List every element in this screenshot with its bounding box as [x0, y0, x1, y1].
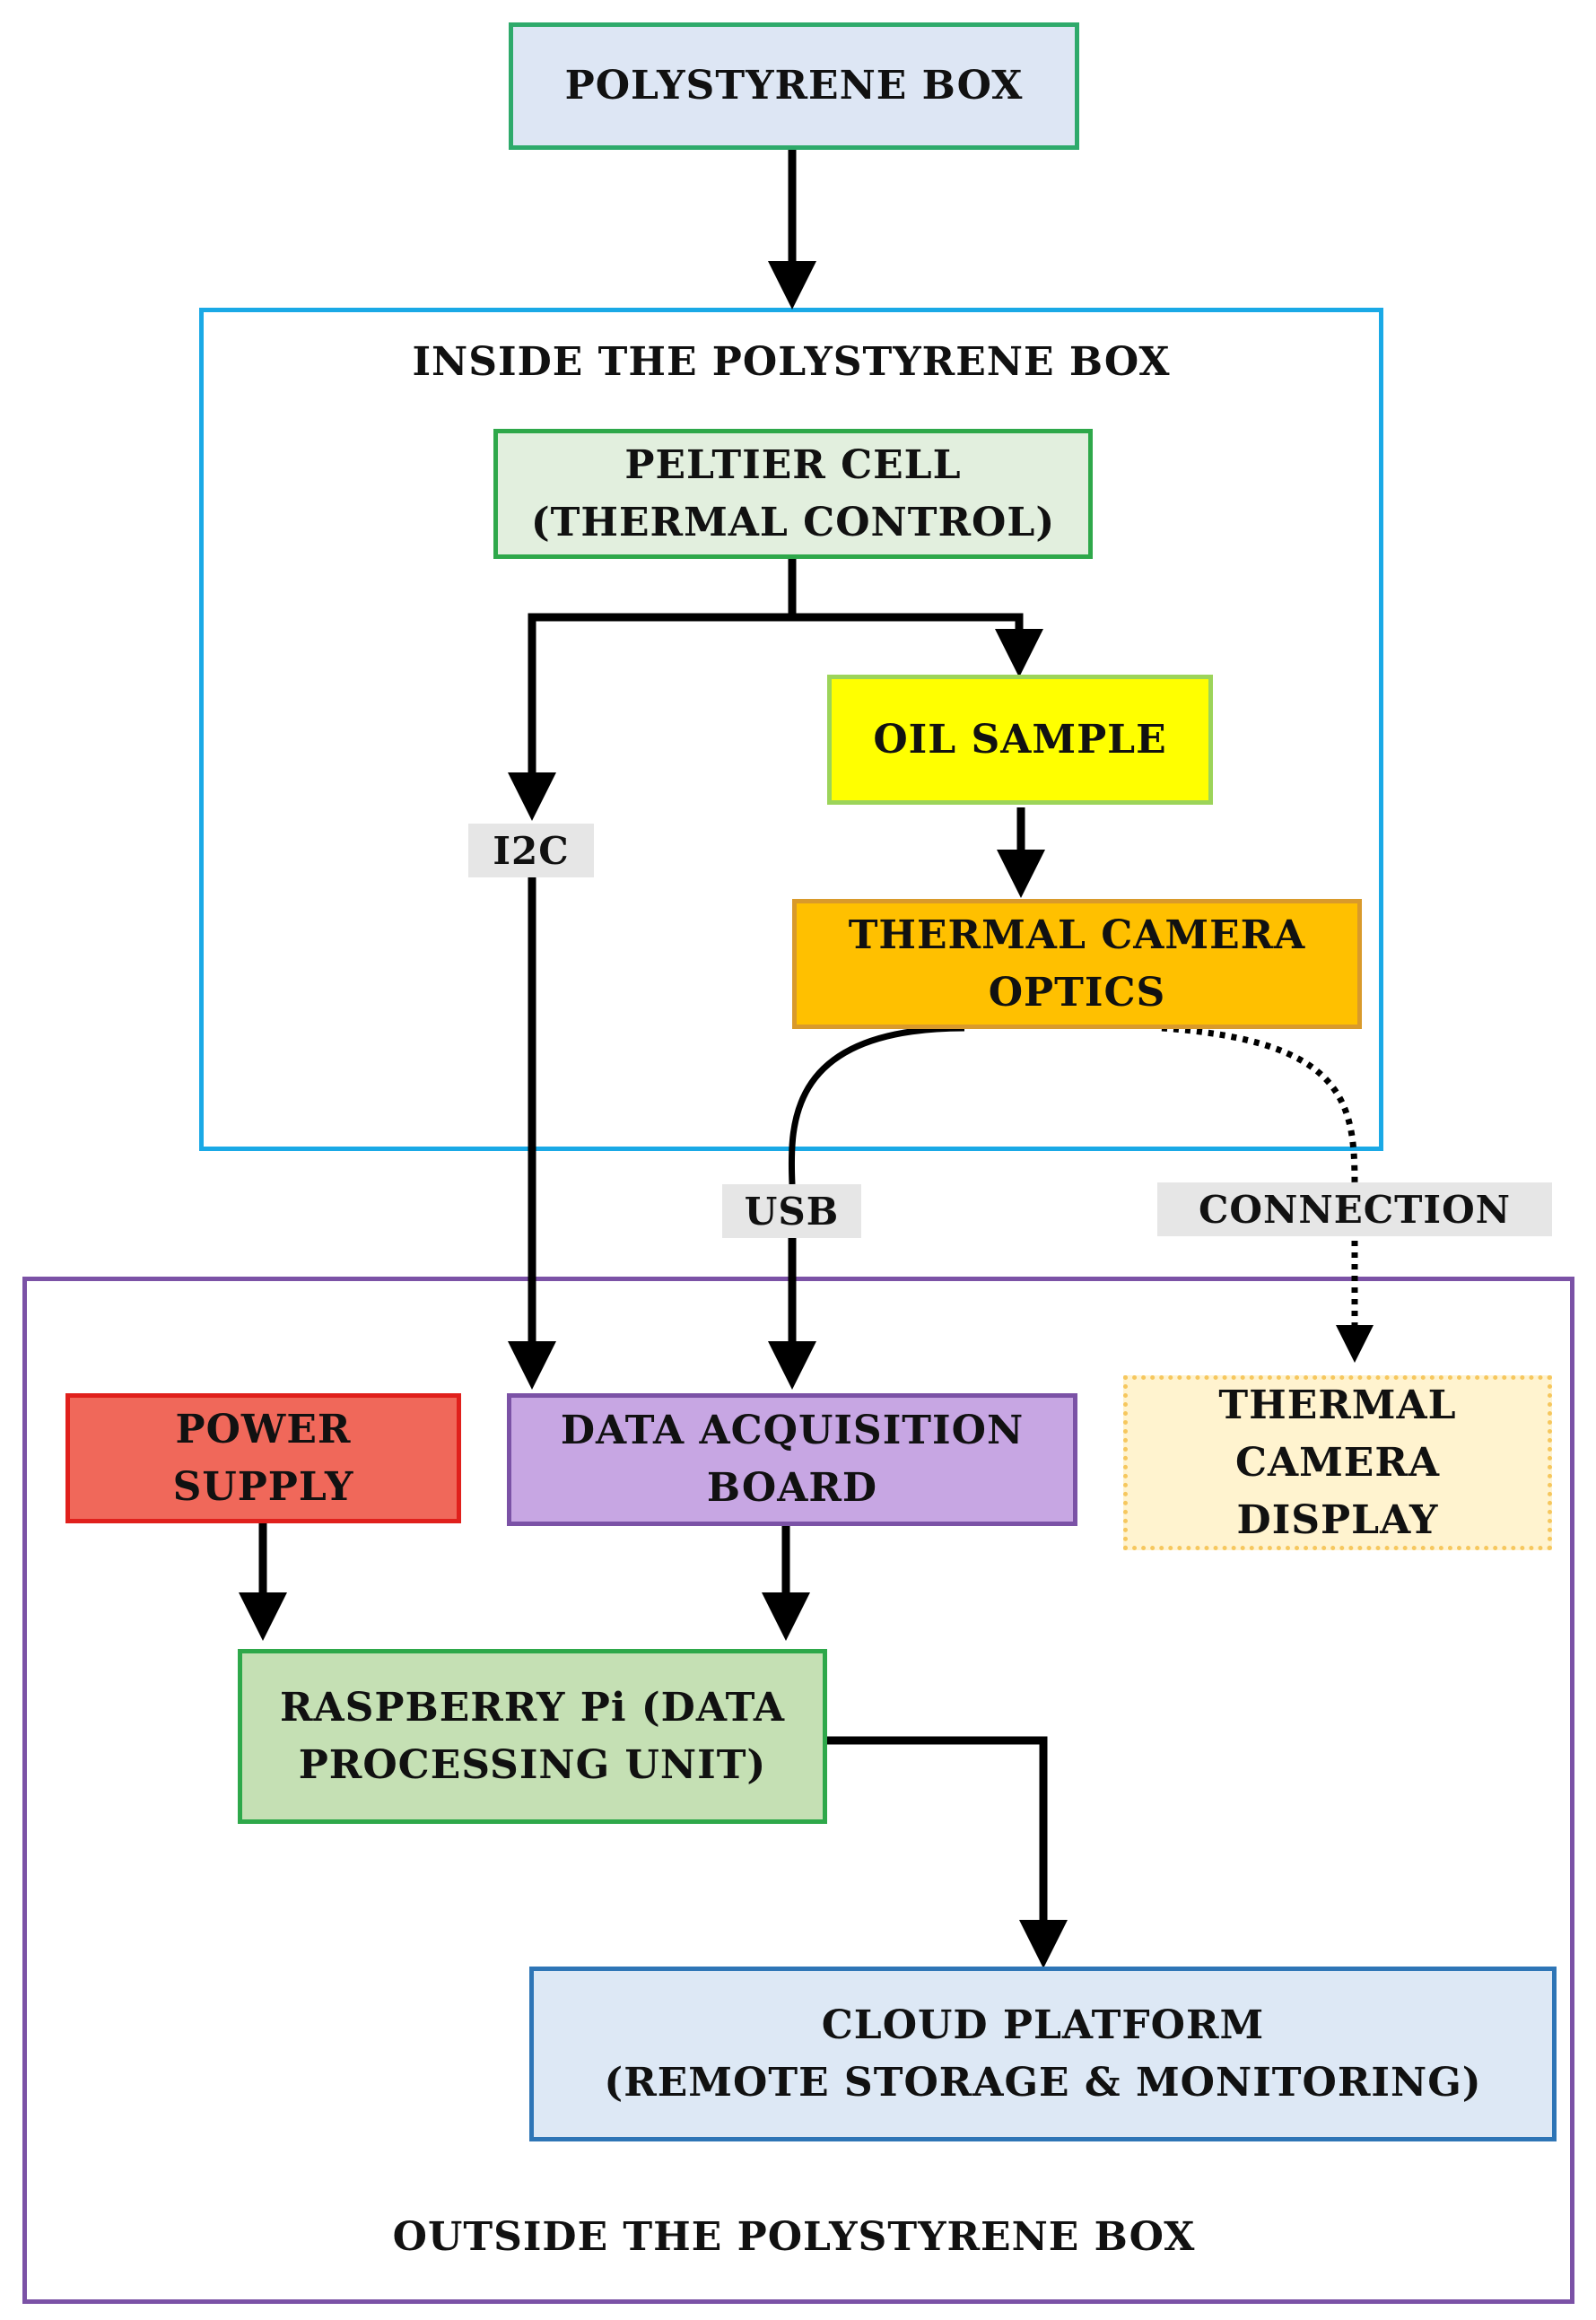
thermal-camera-display-label: THERMAL CAMERA DISPLAY: [1218, 1382, 1457, 1543]
peltier-cell-node: PELTIER CELL (THERMAL CONTROL): [493, 429, 1093, 559]
thermal-camera-optics-node: THERMAL CAMERA OPTICS: [792, 899, 1362, 1029]
oil-sample-node: OIL SAMPLE: [827, 675, 1213, 805]
connection-dotted-line: [1161, 1025, 1358, 1185]
polystyrene-box-node: POLYSTYRENE BOX: [509, 22, 1079, 150]
polystyrene-box-label: POLYSTYRENE BOX: [564, 63, 1024, 109]
raspberry-pi-node: RASPBERRY Pi (DATA PROCESSING UNIT): [238, 1649, 827, 1824]
arrow-pi-to-cloud: [825, 1736, 1068, 1968]
thermal-camera-display-node: THERMAL CAMERA DISPLAY: [1123, 1375, 1552, 1550]
peltier-branch-line: [508, 558, 797, 821]
cloud-platform-node: CLOUD PLATFORM (REMOTE STORAGE & MONITOR…: [529, 1967, 1557, 2141]
data-acquisition-board-label: DATA ACQUISITION BOARD: [560, 1408, 1025, 1511]
peltier-to-oil-line: [792, 613, 1043, 677]
outside-box-region: OUTSIDE THE POLYSTYRENE BOX: [22, 1277, 1574, 2304]
usb-edge-label: USB: [722, 1184, 861, 1238]
usb-curve-line: [788, 1025, 965, 1185]
cloud-platform-label: CLOUD PLATFORM (REMOTE STORAGE & MONITOR…: [604, 2002, 1482, 2106]
data-acquisition-board-node: DATA ACQUISITION BOARD: [507, 1393, 1077, 1526]
power-supply-label: POWER SUPPLY: [172, 1406, 354, 1510]
outside-region-title: OUTSIDE THE POLYSTYRENE BOX: [392, 2214, 1196, 2260]
peltier-cell-label: PELTIER CELL (THERMAL CONTROL): [530, 441, 1056, 545]
power-supply-node: POWER SUPPLY: [65, 1393, 461, 1523]
thermal-camera-optics-label: THERMAL CAMERA OPTICS: [848, 911, 1306, 1016]
oil-sample-label: OIL SAMPLE: [873, 716, 1167, 763]
raspberry-pi-label: RASPBERRY Pi (DATA PROCESSING UNIT): [279, 1684, 786, 1788]
connection-edge-label: CONNECTION: [1157, 1182, 1552, 1236]
i2c-edge-label: I2C: [468, 824, 594, 877]
inside-region-title: INSIDE THE POLYSTYRENE BOX: [412, 339, 1171, 385]
